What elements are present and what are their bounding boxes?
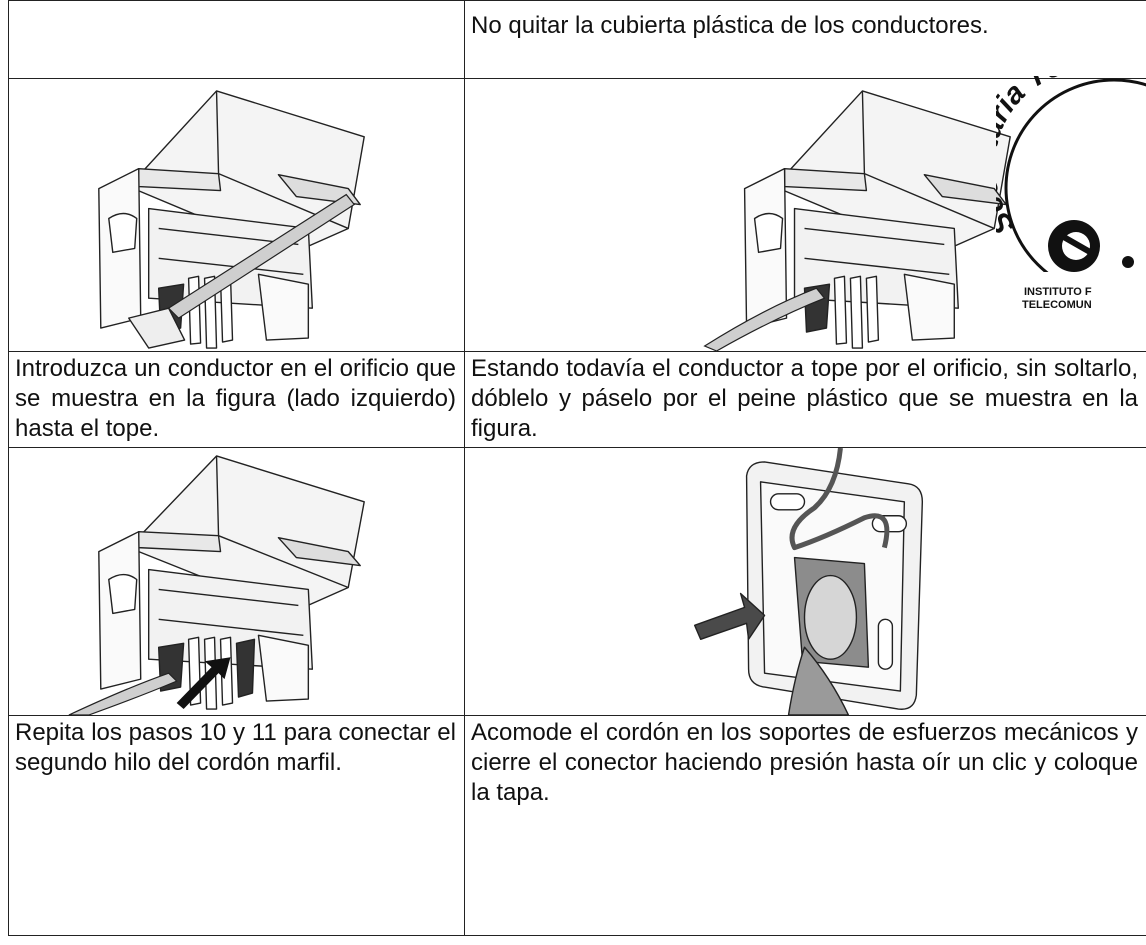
note-text: No quitar la cubierta plástica de los co… [471,12,989,39]
table-row [8,78,1146,352]
figure-cell [8,78,465,352]
step-text-cell: Estando todavía el conductor a tope por … [464,351,1146,448]
step-text: Estando todavía el conductor a tope por … [471,355,1138,442]
figure-cell [464,447,1146,716]
seal-telecom-line: TELECOMUN [1022,299,1092,311]
instruction-table: No quitar la cubierta plástica de los co… [8,0,1146,936]
connector-insert-conductor-figure [98,90,365,349]
step-text: Introduzca un conductor en el orificio q… [15,355,456,442]
step-text: Acomode el cordón en los soportes de esf… [471,719,1138,806]
figure-cell [8,447,465,716]
connector-second-wire-figure [68,455,365,715]
table-row: No quitar la cubierta plástica de los co… [8,0,1146,79]
step-text: Repita los pasos 10 y 11 para conectar e… [15,719,456,776]
step-text-cell: Acomode el cordón en los soportes de esf… [464,715,1146,936]
figure-cell [464,78,1146,352]
table-row: Introduzca un conductor en el orificio q… [8,351,1146,448]
seal-graphic: Secretaria Téc [969,45,1146,298]
connector-bend-conductor-figure [703,90,1011,351]
table-row: Repita los pasos 10 y 11 para conectar e… [8,715,1146,936]
step-text-cell: Repita los pasos 10 y 11 para conectar e… [8,715,465,936]
seal-institute-line: INSTITUTO F [1024,286,1092,298]
table-row [8,447,1146,716]
official-seal-stamp: Secretaria Téc [969,45,1146,298]
step-text-cell: Introduzca un conductor en el orificio q… [8,351,465,448]
note-cell: No quitar la cubierta plástica de los co… [464,0,1146,79]
empty-cell [8,0,465,79]
connector-close-cover-figure [693,448,924,715]
